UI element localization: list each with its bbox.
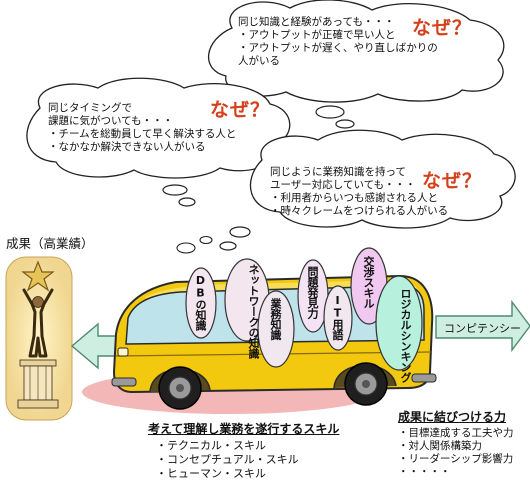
why-label: なぜ？ bbox=[422, 170, 483, 192]
result-skill-item: ・対人関係構築力 bbox=[398, 440, 482, 452]
cloud-line: ・アウトプットが正確で早い人と bbox=[238, 29, 396, 41]
rear-wheel bbox=[344, 362, 388, 406]
cloud-line: ・利用者からいつも感謝される人と bbox=[270, 192, 438, 204]
skill-bubble-logical bbox=[375, 275, 423, 371]
thought-dot bbox=[176, 242, 196, 254]
result-skill-item: ・・・・・ bbox=[398, 466, 451, 478]
thought-dot bbox=[199, 235, 213, 245]
skill-bubble-it bbox=[323, 285, 353, 351]
skill-label: 交渉スキル bbox=[362, 256, 375, 309]
skill-item: ・ヒューマン・スキル bbox=[156, 467, 266, 480]
skill-bubble-db bbox=[185, 267, 217, 339]
skill-item: ・テクニカル・スキル bbox=[156, 439, 266, 452]
result-title: 成果（高業績） bbox=[6, 236, 94, 251]
skill-label: IT用語 bbox=[331, 294, 344, 340]
skill-item: ・コンセプチュアル・スキル bbox=[156, 453, 299, 466]
competency-label: コンピテンシー bbox=[444, 322, 521, 335]
cloud-line: 同じ知識と経験があっても・・・ bbox=[238, 16, 395, 28]
result-skill-item: ・リーダーシップ影響力 bbox=[398, 453, 514, 465]
skill-label: ネットワークの知識 bbox=[247, 264, 260, 359]
skill-bubble-business bbox=[257, 290, 295, 368]
cloud-line: 同じタイミングで bbox=[48, 102, 132, 114]
skill-label: 業務知識 bbox=[269, 298, 282, 340]
thought-cloud-left bbox=[26, 77, 291, 207]
cloud-line: ・アウトプットが遅く、やり直しばかりの bbox=[238, 42, 438, 54]
skill-label: ロジカルシンキング bbox=[399, 288, 412, 383]
skill-label: 問題発見力 bbox=[306, 266, 319, 319]
why-label: なぜ？ bbox=[412, 17, 473, 39]
thought-cloud-right bbox=[219, 129, 516, 251]
result-skill-item: ・目標達成する工夫や力 bbox=[398, 427, 514, 439]
result-trophy bbox=[5, 256, 73, 421]
competency-arrow bbox=[435, 299, 530, 353]
why-label: なぜ？ bbox=[210, 99, 271, 121]
cloud-line: ユーザー対応していても・・・ bbox=[270, 179, 416, 191]
cloud-line: 同じように業務知識を持って bbox=[270, 166, 406, 178]
cloud-line: ・時々クレームをつけられる人がいる bbox=[270, 205, 449, 217]
cloud-line: 課題に気がついても・・・ bbox=[48, 115, 174, 127]
cloud-line: ・なかなか解決できない人がいる bbox=[48, 141, 206, 153]
skills-heading: 考えて理解し業務を遂行するスキル bbox=[148, 422, 340, 436]
results-heading: 成果に結びつける力 bbox=[398, 410, 507, 424]
skill-label: DBの知識 bbox=[194, 274, 207, 331]
cloud-line: 人がいる bbox=[238, 55, 280, 67]
front-wheel bbox=[158, 366, 202, 410]
cloud-line: ・チームを総動員して早く解決する人と bbox=[48, 128, 237, 140]
